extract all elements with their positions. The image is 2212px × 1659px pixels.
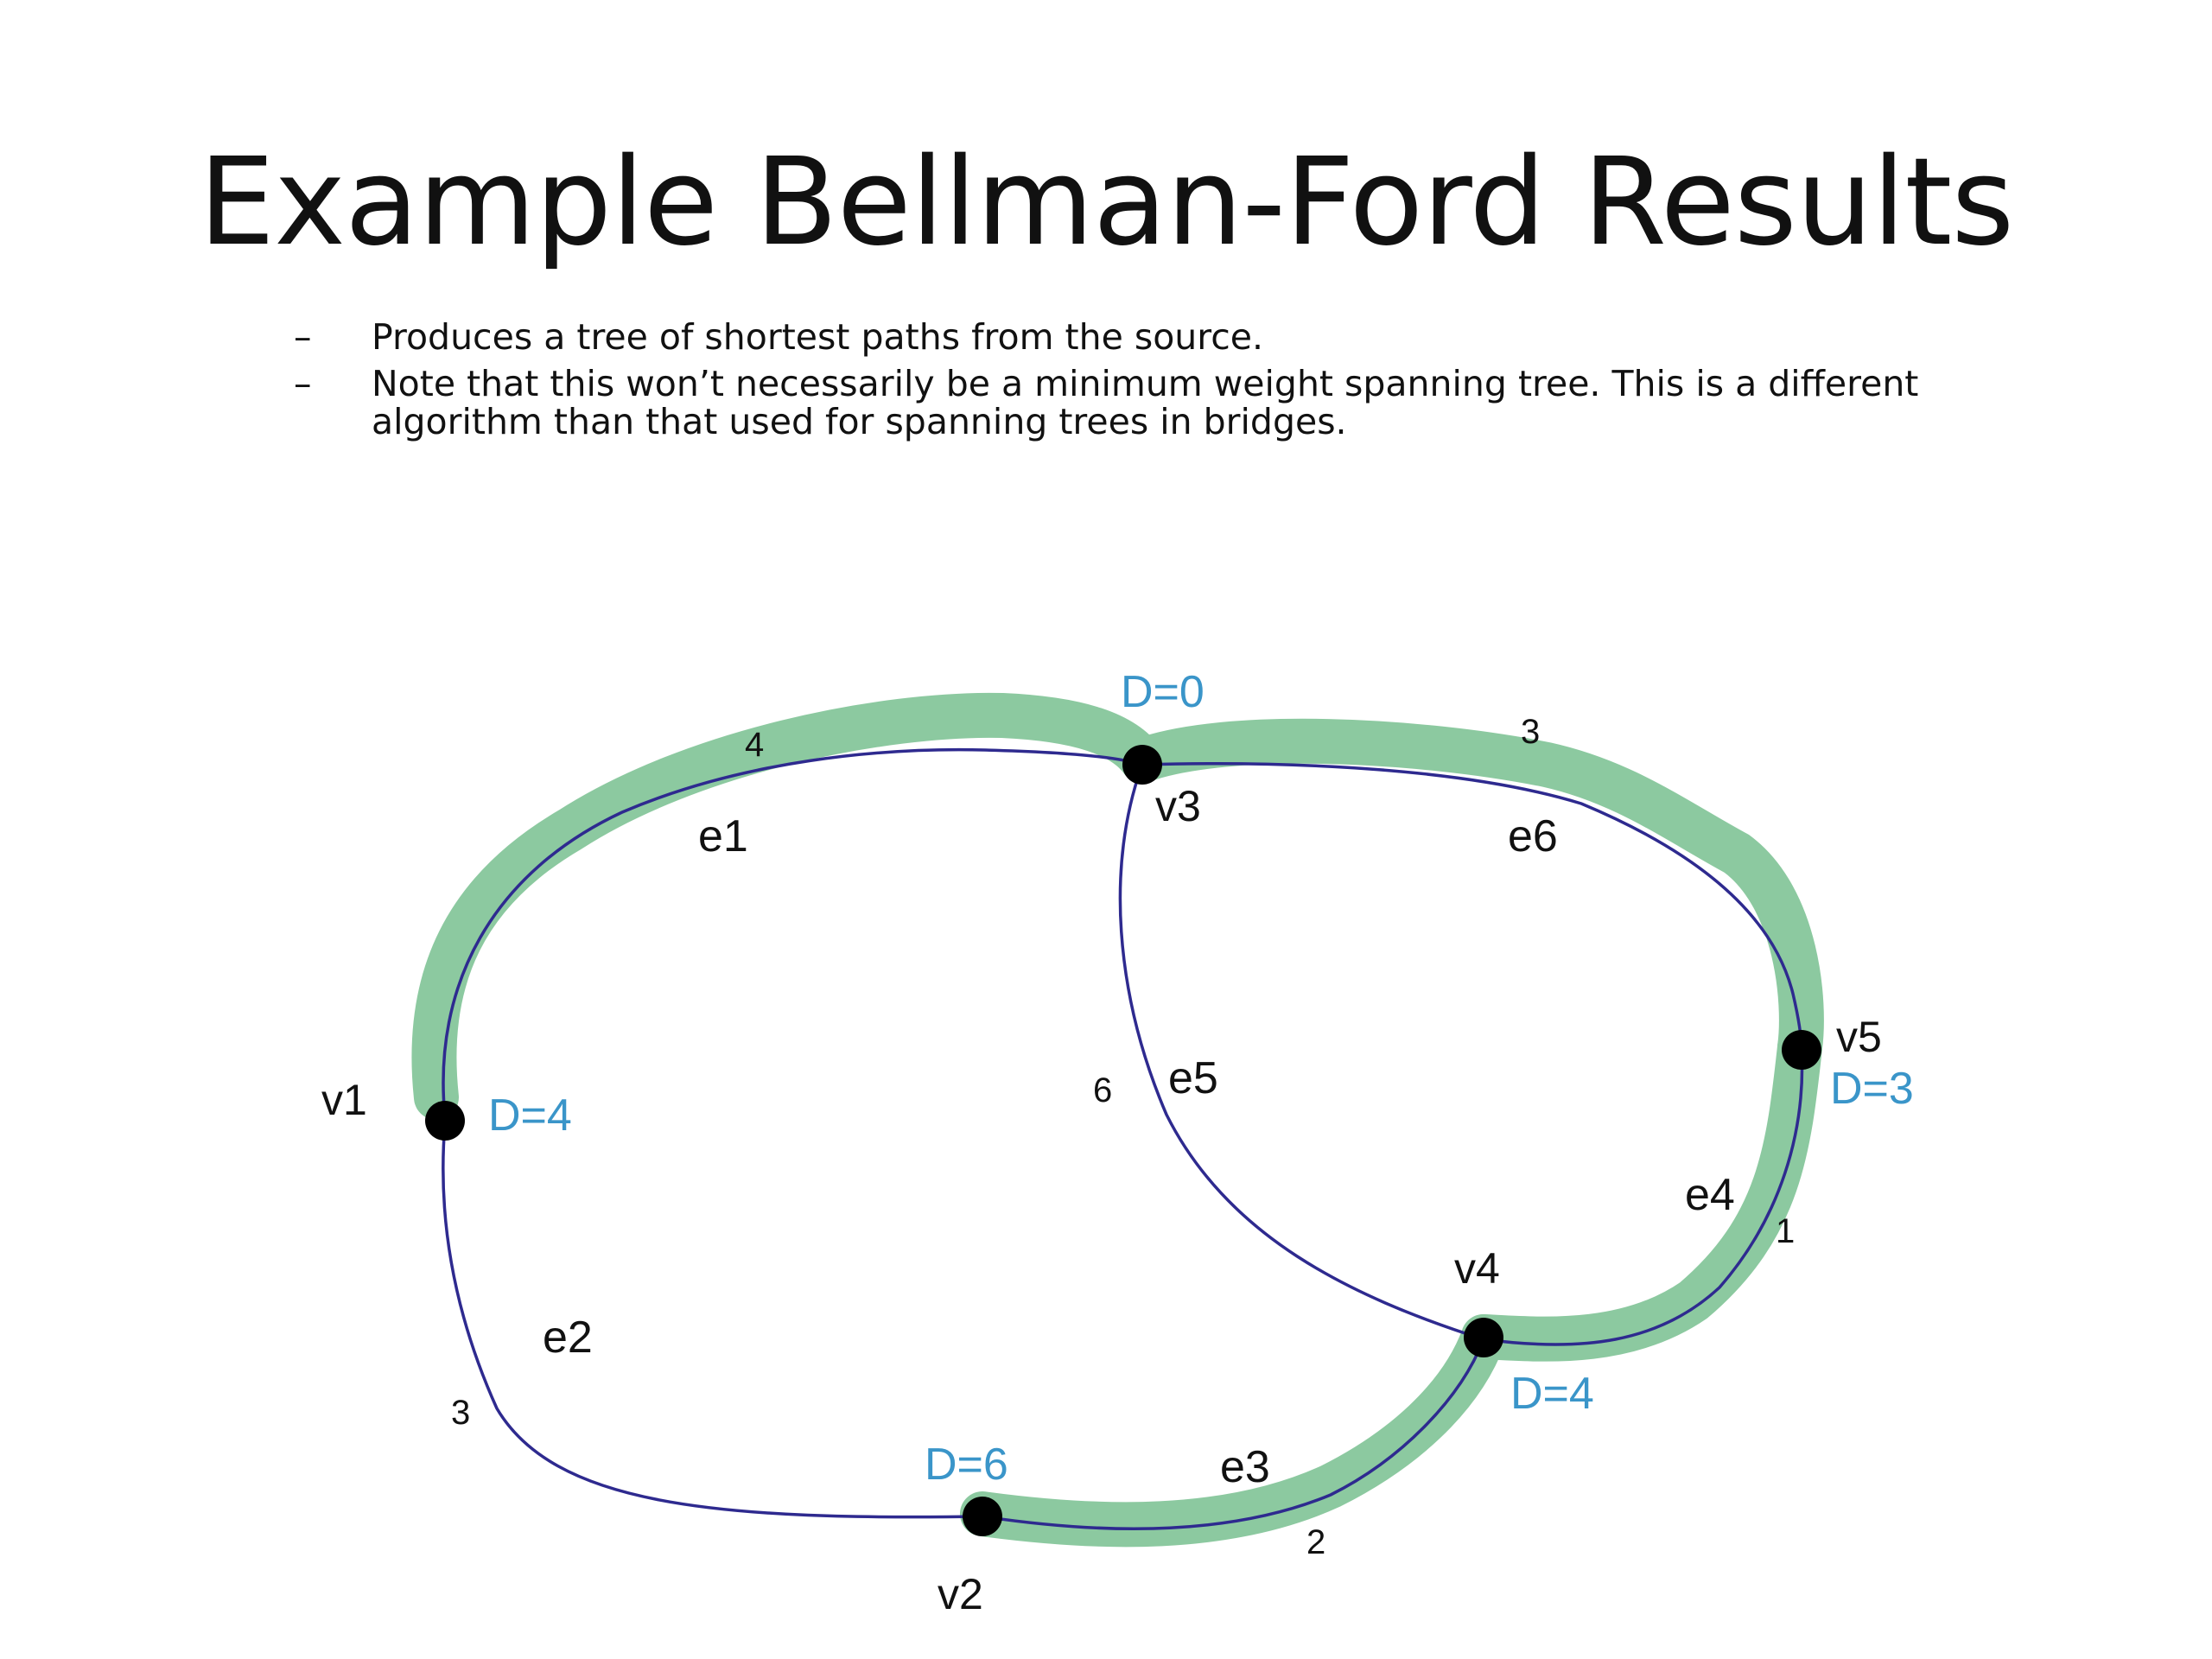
bullet-item: – Note that this won’t necessarily be a …: [294, 365, 1987, 441]
edge-e4: [1483, 1049, 1804, 1346]
edge-label-e5: e5: [1168, 1053, 1218, 1103]
distance-label-v1: D=4: [488, 1090, 572, 1141]
distance-labels: D=0 D=4 D=3 D=4 D=6: [488, 667, 1914, 1490]
tree-highlight: [411, 692, 1824, 1548]
bullet-item: – Produces a tree of shortest paths from…: [294, 318, 1987, 356]
bullet-text: Produces a tree of shortest paths from t…: [372, 316, 1264, 358]
graph-edges: [442, 747, 1804, 1531]
bullet-text: Note that this won’t necessarily be a mi…: [372, 363, 1919, 442]
node-v4: [1464, 1318, 1503, 1357]
edge-labels: e1 e2 e3 e4 e5 e6: [543, 811, 1735, 1492]
bullet-dash: –: [294, 363, 312, 404]
edge-label-e1: e1: [698, 811, 748, 861]
edge-label-e2: e2: [543, 1313, 593, 1363]
node-v5: [1782, 1030, 1821, 1070]
bullet-list: – Produces a tree of shortest paths from…: [294, 318, 1987, 449]
edge-e1: [442, 747, 1143, 1118]
node-label-v4: v4: [1454, 1244, 1500, 1293]
distance-label-v5: D=3: [1830, 1064, 1914, 1114]
weight-label-e6: 3: [1521, 713, 1540, 751]
graph-nodes: [425, 745, 1821, 1536]
distance-label-v3: D=0: [1121, 667, 1205, 717]
edge-label-e4: e4: [1685, 1170, 1735, 1220]
node-label-v1: v1: [321, 1076, 367, 1124]
node-v1: [425, 1101, 465, 1141]
weight-label-e3: 2: [1306, 1523, 1325, 1561]
distance-label-v4: D=4: [1510, 1369, 1594, 1419]
node-label-v5: v5: [1836, 1013, 1882, 1061]
weight-label-e2: 3: [451, 1394, 470, 1432]
slide-title: Example Bellman-Ford Results: [198, 132, 2014, 273]
highlight-e3: [960, 1314, 1506, 1548]
distance-label-v2: D=6: [925, 1440, 1008, 1490]
node-labels: v3 v1 v5 v4 v2: [321, 782, 1882, 1618]
weight-labels: 4 3 2 1 6 3: [451, 713, 1795, 1561]
edge-label-e3: e3: [1220, 1442, 1270, 1492]
node-label-v3: v3: [1155, 782, 1201, 830]
edge-label-e6: e6: [1508, 811, 1558, 861]
weight-label-e4: 1: [1776, 1212, 1795, 1250]
bullet-dash: –: [294, 316, 312, 358]
highlight-e1: [411, 692, 1165, 1120]
weight-label-e5: 6: [1093, 1071, 1112, 1109]
highlight-e4: [1461, 1025, 1822, 1362]
edge-e5: [1118, 764, 1484, 1341]
node-v2: [963, 1497, 1002, 1536]
edge-e6: [1141, 762, 1803, 1051]
highlight-e6: [1120, 718, 1824, 1070]
node-v3: [1122, 745, 1162, 785]
edge-e3: [982, 1338, 1485, 1531]
node-label-v2: v2: [938, 1570, 983, 1618]
edge-e2: [442, 1122, 983, 1519]
weight-label-e1: 4: [745, 726, 764, 764]
